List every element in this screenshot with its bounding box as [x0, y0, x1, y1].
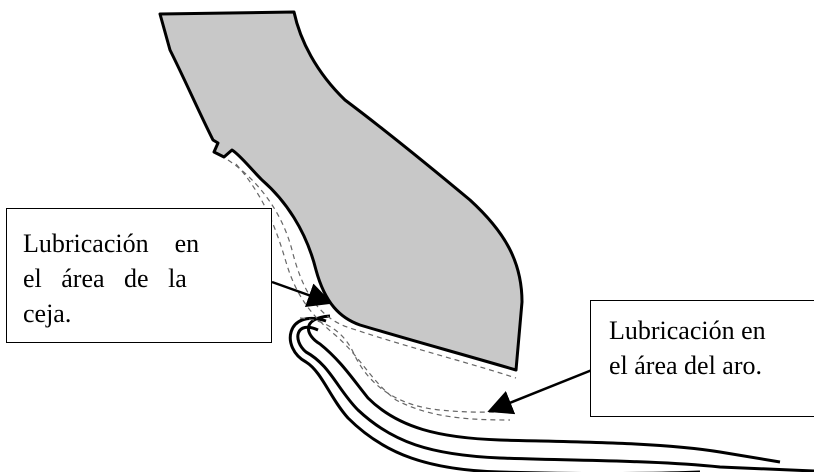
- rim-flange-inner: [288, 317, 700, 472]
- callout-rim-lubrication: Lubricación en el área del aro.: [590, 300, 814, 417]
- lubrication-line-bead-2: [235, 163, 511, 421]
- lubrication-line-bead: [227, 159, 517, 379]
- callout-rim-line1: Lubricación en: [609, 316, 766, 345]
- callout-rim-line2: el área del aro.: [609, 351, 763, 380]
- callout-rim-text: Lubricación en el área del aro.: [609, 313, 814, 383]
- callout-bead-text: Lubricación en el área de la ceja.: [23, 226, 257, 331]
- rim-flange-outer: [296, 326, 814, 472]
- callout-bead-line3: ceja.: [23, 299, 72, 328]
- callout-bead-line2: el área de la: [23, 264, 187, 293]
- rim-flange-inner-2: [307, 314, 781, 464]
- callout-bead-line1: Lubricación en: [23, 229, 200, 258]
- arrow-rim: [487, 368, 593, 415]
- lubrication-line-rim: [299, 317, 506, 413]
- tire-bead-section: [158, 10, 524, 372]
- arrow-bead: [271, 280, 333, 308]
- callout-bead-lubrication: Lubricación en el área de la ceja.: [6, 208, 272, 343]
